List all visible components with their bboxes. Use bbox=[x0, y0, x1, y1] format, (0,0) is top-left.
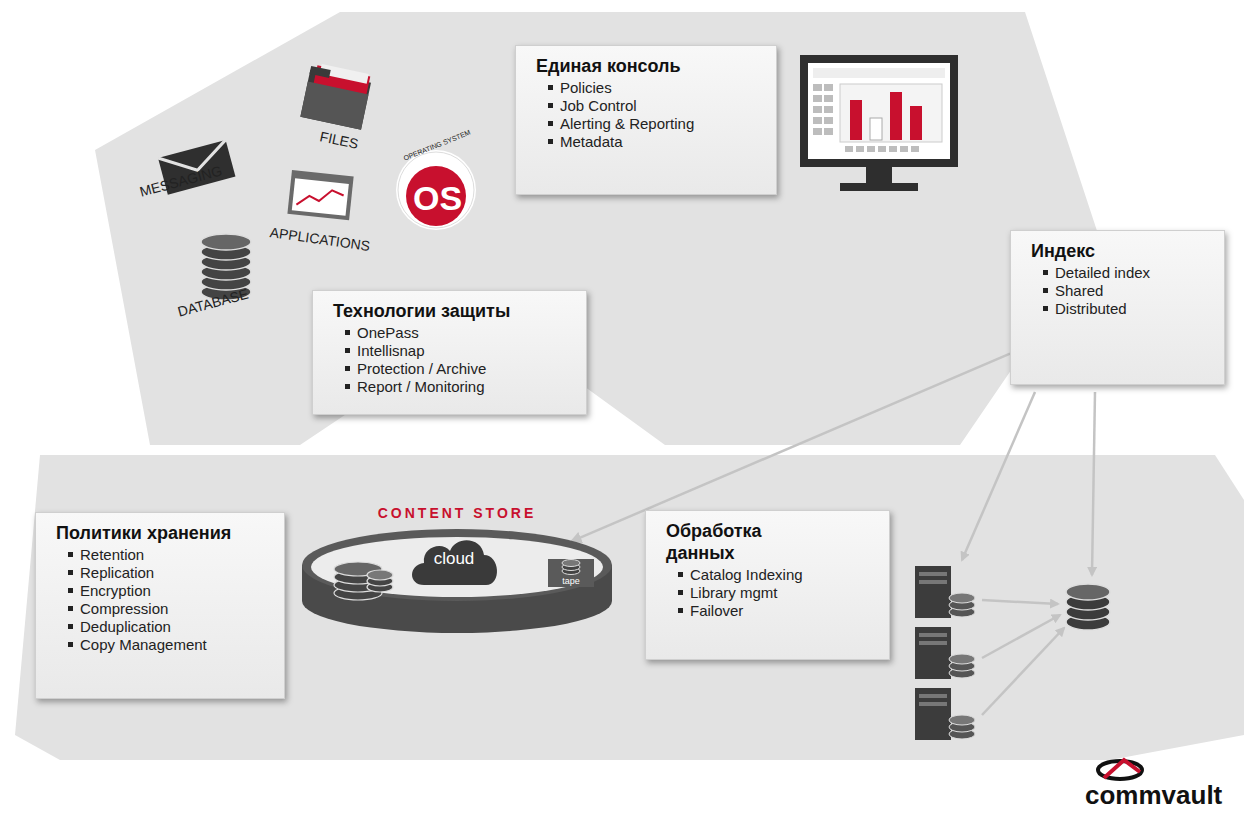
bullet-item: Retention bbox=[68, 546, 272, 564]
bullet-square bbox=[68, 552, 73, 557]
storage-policy-box: Политики храненияRetentionReplicationEnc… bbox=[35, 512, 285, 699]
item-text: Report / Monitoring bbox=[357, 378, 485, 395]
bullet-item: OnePass bbox=[345, 324, 574, 342]
item-text: Intellisnap bbox=[357, 342, 425, 359]
icon-label: OS bbox=[413, 178, 462, 219]
bullet-item: Encryption bbox=[68, 582, 272, 600]
bullet-square bbox=[345, 384, 350, 389]
ring-text: CONTENT STORE bbox=[298, 505, 616, 522]
bullet-square bbox=[345, 366, 350, 371]
tape-box: tape bbox=[546, 555, 596, 589]
os-icon bbox=[396, 150, 476, 230]
server-towers bbox=[915, 566, 975, 740]
bullet-square bbox=[548, 103, 553, 108]
bullet-item: Library mgmt bbox=[678, 584, 877, 602]
bullet-item: Copy Management bbox=[68, 636, 272, 654]
console-box: Единая консольPoliciesJob ControlAlertin… bbox=[515, 45, 777, 195]
item-text: Shared bbox=[1055, 282, 1103, 299]
bullet-square bbox=[678, 590, 683, 595]
protection-box: Технологии защитыOnePassIntellisnapProte… bbox=[312, 290, 587, 415]
bullet-item: Replication bbox=[68, 564, 272, 582]
box-heading: Единая консоль bbox=[536, 55, 764, 77]
bullet-item: Job Control bbox=[548, 97, 764, 115]
bullet-square bbox=[68, 642, 73, 647]
box-heading: Политики хранения bbox=[56, 522, 272, 544]
item-text: Job Control bbox=[560, 97, 637, 114]
item-text: OnePass bbox=[357, 324, 419, 341]
cloud-text: cloud bbox=[406, 549, 502, 569]
bullet-item: Shared bbox=[1043, 282, 1212, 300]
bullet-item: Compression bbox=[68, 600, 272, 618]
central-disk bbox=[1066, 584, 1110, 630]
bullet-item: Policies bbox=[548, 79, 764, 97]
icon-label: commvault bbox=[1085, 780, 1222, 811]
applications-icon bbox=[287, 170, 353, 220]
item-text: Metadata bbox=[560, 133, 623, 150]
bullet-square bbox=[678, 572, 683, 577]
lower-band bbox=[15, 455, 1244, 760]
item-text: Replication bbox=[80, 564, 154, 581]
logo-mark bbox=[1098, 760, 1142, 779]
tape-text: tape bbox=[546, 576, 596, 587]
files-icon bbox=[300, 62, 372, 130]
bullet-item: Metadata bbox=[548, 133, 764, 151]
box-heading: Технологии защиты bbox=[333, 300, 574, 322]
bullet-square bbox=[68, 588, 73, 593]
item-text: Detailed index bbox=[1055, 264, 1150, 281]
bullet-square bbox=[548, 121, 553, 126]
item-text: Alerting & Reporting bbox=[560, 115, 694, 132]
bullet-square bbox=[68, 570, 73, 575]
item-text: Policies bbox=[560, 79, 612, 96]
bullet-square bbox=[68, 606, 73, 611]
bullet-square bbox=[678, 608, 683, 613]
cloud-shape: cloud bbox=[406, 529, 502, 589]
bullet-square bbox=[345, 330, 350, 335]
item-text: Deduplication bbox=[80, 618, 171, 635]
bullet-item: Intellisnap bbox=[345, 342, 574, 360]
item-text: Failover bbox=[690, 602, 743, 619]
bullet-item: Catalog Indexing bbox=[678, 566, 877, 584]
bullet-item: Failover bbox=[678, 602, 877, 620]
bullet-square bbox=[548, 85, 553, 90]
bullet-item: Deduplication bbox=[68, 618, 272, 636]
processing-box: Обработка данныхCatalog IndexingLibrary … bbox=[645, 510, 890, 660]
content-store: CONTENT STORE cloud tape bbox=[298, 505, 616, 635]
item-text: Retention bbox=[80, 546, 144, 563]
item-text: Distributed bbox=[1055, 300, 1127, 317]
bullet-square bbox=[345, 348, 350, 353]
item-text: Library mgmt bbox=[690, 584, 778, 601]
bullet-item: Distributed bbox=[1043, 300, 1212, 318]
bullet-square bbox=[1043, 270, 1048, 275]
monitor-illustration bbox=[800, 55, 958, 191]
item-text: Compression bbox=[80, 600, 168, 617]
item-text: Protection / Archive bbox=[357, 360, 486, 377]
leader-arrows bbox=[962, 392, 1095, 715]
bullet-square bbox=[1043, 306, 1048, 311]
item-text: Encryption bbox=[80, 582, 151, 599]
item-text: Catalog Indexing bbox=[690, 566, 803, 583]
box-heading: Индекс bbox=[1031, 240, 1212, 262]
bullet-item: Alerting & Reporting bbox=[548, 115, 764, 133]
bullet-item: Report / Monitoring bbox=[345, 378, 574, 396]
bullet-square bbox=[1043, 288, 1048, 293]
bullet-square bbox=[548, 139, 553, 144]
bullet-item: Detailed index bbox=[1043, 264, 1212, 282]
box-heading: Обработка данных bbox=[666, 520, 796, 564]
index-box: ИндексDetailed indexSharedDistributed bbox=[1010, 230, 1225, 385]
item-text: Copy Management bbox=[80, 636, 207, 653]
bullet-square bbox=[68, 624, 73, 629]
bullet-item: Protection / Archive bbox=[345, 360, 574, 378]
